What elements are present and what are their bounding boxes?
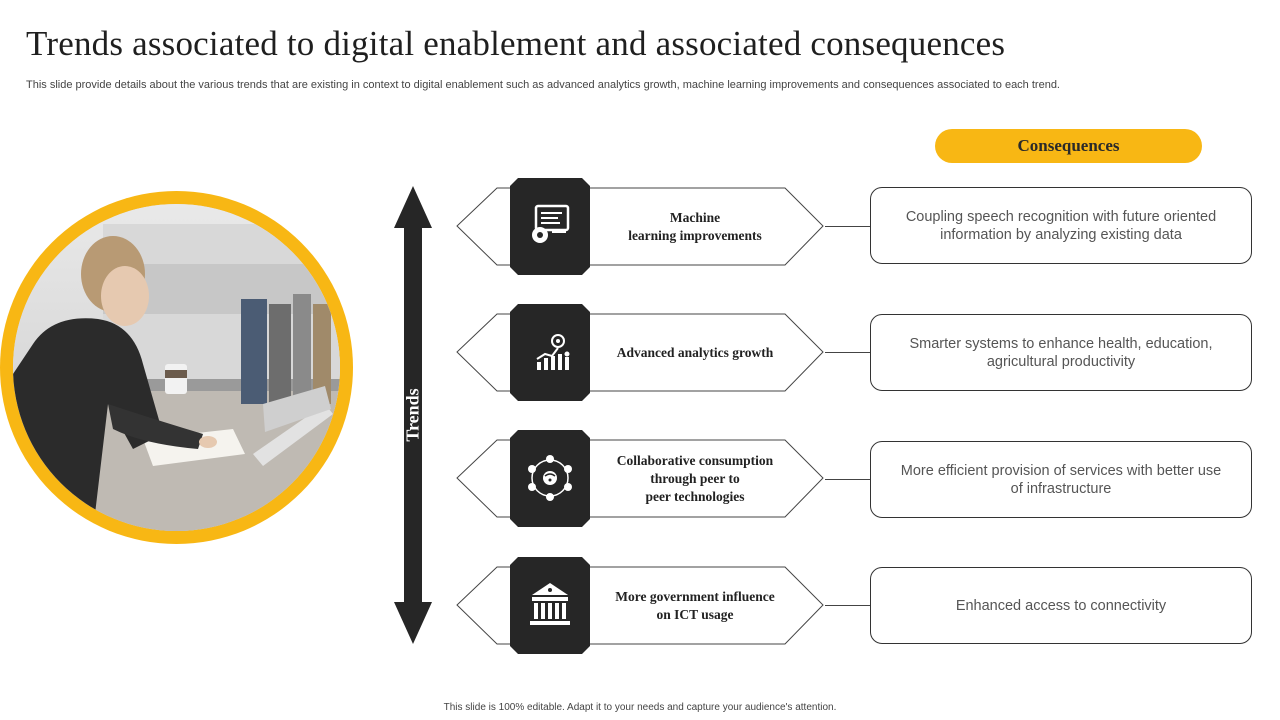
- trends-axis-arrow: [394, 186, 432, 644]
- footer-note: This slide is 100% editable. Adapt it to…: [443, 702, 837, 713]
- government-building-icon: [510, 557, 590, 654]
- trend-icon-box: [510, 430, 590, 527]
- trend-row-machine-learning: Machine learning improvements: [455, 178, 825, 278]
- photo-frame: [0, 191, 353, 544]
- trends-axis-label: Trends: [402, 388, 423, 442]
- connector-line: [825, 226, 871, 227]
- network-nodes-icon: [510, 430, 590, 527]
- connector-line: [825, 352, 871, 353]
- page-subtitle: This slide provide details about the var…: [26, 79, 1060, 91]
- trend-label: Collaborative consumption through peer t…: [616, 452, 774, 504]
- trend-row-collaborative: Collaborative consumption through peer t…: [455, 430, 825, 530]
- consequence-box: Enhanced access to connectivity: [870, 567, 1252, 644]
- trend-icon-box: [510, 304, 590, 401]
- consequence-box: More efficient provision of services wit…: [870, 441, 1252, 518]
- trend-row-analytics: Advanced analytics growth: [455, 304, 825, 404]
- consequences-header: Consequences: [935, 129, 1202, 163]
- page-title: Trends associated to digital enablement …: [26, 24, 1006, 63]
- trend-icon-box: [510, 178, 590, 275]
- connector-line: [825, 605, 871, 606]
- consequence-box: Smarter systems to enhance health, educa…: [870, 314, 1252, 391]
- trend-label: Advanced analytics growth: [616, 344, 774, 360]
- trend-label: Machine learning improvements: [628, 209, 762, 243]
- trend-icon-box: [510, 557, 590, 654]
- machine-learning-icon: [510, 178, 590, 275]
- photo-illustration: [13, 204, 340, 531]
- analytics-growth-icon: [510, 304, 590, 401]
- consequence-box: Coupling speech recognition with future …: [870, 187, 1252, 264]
- connector-line: [825, 479, 871, 480]
- trend-row-government: More government influence on ICT usage: [455, 557, 825, 657]
- woman-working-photo: [13, 204, 340, 531]
- trend-label: More government influence on ICT usage: [615, 588, 775, 622]
